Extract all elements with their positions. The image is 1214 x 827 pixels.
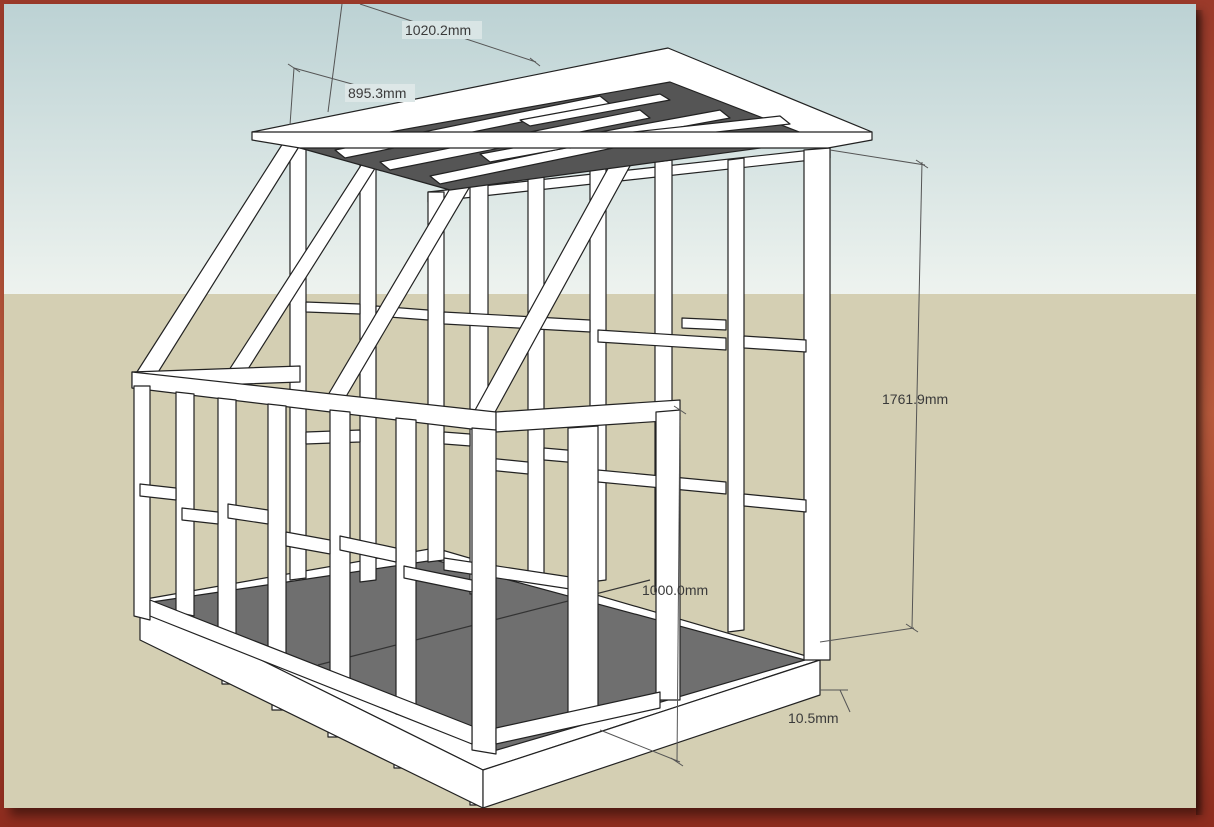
- dim-tick: [905, 623, 919, 633]
- dim-tick: [915, 159, 929, 169]
- dim-extension-line: [829, 149, 926, 166]
- dim-tick: [287, 63, 301, 73]
- dim-roof-length-label: 1020.2mm: [405, 22, 471, 38]
- dim-extension-line: [289, 67, 295, 126]
- dim-door-height-label: 1000.0mm: [642, 582, 708, 598]
- dim-wall-height-line: [911, 161, 923, 629]
- front-wall: [131, 365, 681, 755]
- dim-extension-line: [327, 4, 343, 113]
- label-bg: [402, 21, 482, 39]
- dim-floor-thickness-line: [839, 689, 851, 713]
- dim-wall-height-label: 1761.9mm: [882, 391, 948, 407]
- dim-tick: [670, 757, 684, 767]
- dimension-labels: 1020.2mm 895.3mm 1761.9mm 1000.0mm 10.5m…: [345, 21, 948, 726]
- dim-tick: [673, 405, 687, 415]
- label-bg: [345, 84, 415, 102]
- dim-extension-line: [599, 729, 681, 763]
- roof: [251, 47, 873, 191]
- dim-door-height-line: [676, 409, 681, 763]
- viewport-shadow: [1196, 10, 1204, 815]
- dim-tick: [529, 57, 541, 67]
- shed-geometry: [131, 47, 873, 808]
- shed-frame-model: 1020.2mm 895.3mm 1761.9mm 1000.0mm 10.5m…: [4, 4, 1196, 808]
- dim-roof-depth-label: 895.3mm: [348, 85, 406, 101]
- model-viewport[interactable]: 1020.2mm 895.3mm 1761.9mm 1000.0mm 10.5m…: [4, 4, 1196, 808]
- dim-extension-line: [819, 627, 915, 643]
- dim-floor-thickness-label: 10.5mm: [788, 710, 839, 726]
